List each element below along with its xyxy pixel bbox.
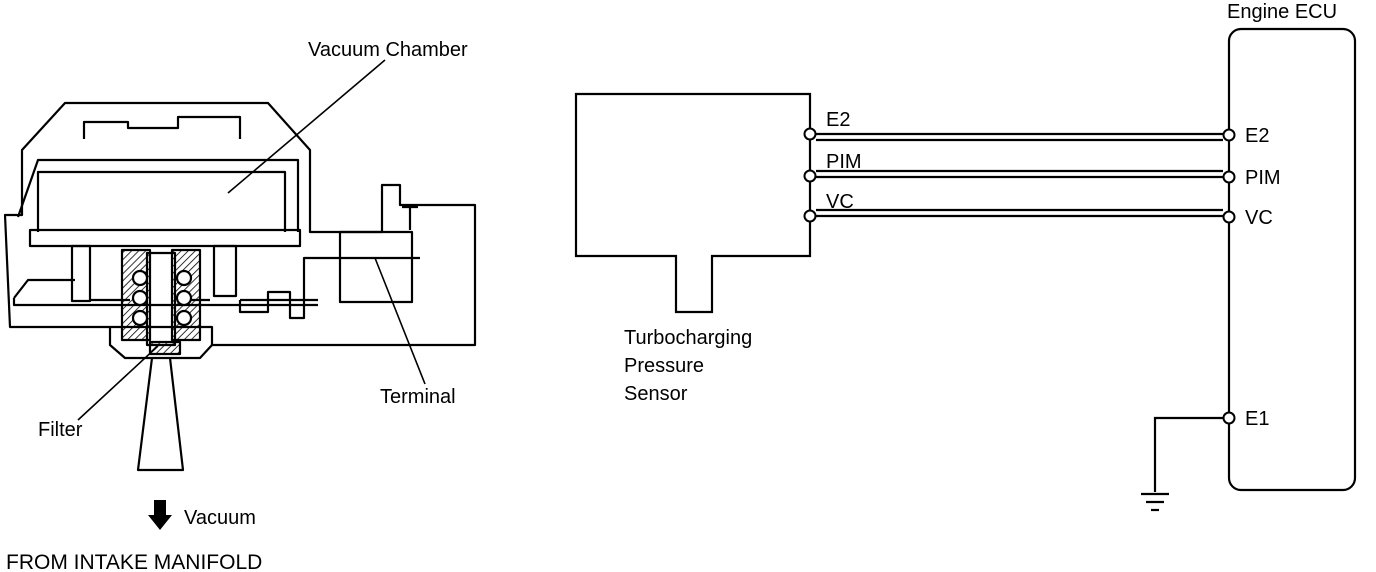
sensor-terminal-pim	[803, 169, 817, 183]
ecu-pin-pim-label: PIM	[1245, 167, 1281, 189]
sensor-housing	[3, 101, 477, 347]
terminal-label: Terminal	[380, 386, 456, 408]
ecu-box	[1227, 27, 1357, 492]
vacuum-chamber-body	[36, 170, 287, 232]
vacuum-arrow-icon	[148, 500, 172, 530]
sensor-pin-e2-label: E2	[826, 109, 850, 131]
right-post	[212, 244, 238, 298]
ecu-pin-vc-label: VC	[1245, 207, 1273, 229]
wiring-diagram	[574, 27, 1357, 512]
ecu-pin-e2-label: E2	[1245, 125, 1269, 147]
sensor-terminal-e2	[803, 127, 817, 141]
terminal-lead	[238, 256, 420, 320]
filter-leader	[77, 345, 159, 421]
sensor-cross-section	[3, 101, 477, 472]
sensor-name-line-3: Sensor	[624, 383, 688, 405]
filter-label: Filter	[38, 419, 83, 441]
sensor-name-line-2: Pressure	[624, 355, 704, 377]
ecu-terminal-e1	[1222, 411, 1236, 425]
sensor-terminal-vc	[803, 209, 817, 223]
sensor-pin-pim-label: PIM	[826, 151, 862, 173]
ground-wire	[1153, 416, 1223, 492]
sensor-pin-vc-label: VC	[826, 191, 854, 213]
sensor-neck	[108, 327, 213, 360]
spring-coil	[131, 309, 149, 327]
connector-block	[338, 230, 414, 304]
from-intake-manifold-label: FROM INTAKE MANIFOLD	[6, 551, 262, 572]
ecu-pin-e1-label: E1	[1245, 408, 1269, 430]
sensor-name-line-1: Turbocharging	[624, 327, 752, 349]
filter	[148, 340, 182, 356]
spring-coil	[175, 309, 193, 327]
ecu-terminal-e2	[1222, 128, 1236, 142]
inner-chamber-wall	[16, 158, 300, 232]
spring-coil	[131, 269, 149, 287]
ecu-title: Engine ECU	[1227, 1, 1337, 23]
terminal-leader	[374, 257, 426, 385]
vacuum-label: Vacuum	[184, 507, 256, 529]
leader-lines	[77, 59, 426, 421]
connector-detail	[402, 205, 418, 230]
vacuum-chamber-leader	[227, 59, 386, 194]
sensor-box	[574, 92, 812, 314]
housing-top-rib	[82, 115, 242, 139]
ecu-terminal-pim	[1222, 170, 1236, 184]
center-stem	[145, 251, 177, 347]
spring-coil	[175, 269, 193, 287]
vacuum-chamber-label: Vacuum Chamber	[308, 39, 468, 61]
spring-coil	[175, 289, 193, 307]
diaphragm-plate	[28, 228, 302, 248]
left-post	[70, 244, 92, 303]
ecu-terminal-vc	[1222, 210, 1236, 224]
spring-coil	[131, 289, 149, 307]
terminals	[803, 127, 1236, 425]
vacuum-nozzle	[136, 357, 185, 472]
